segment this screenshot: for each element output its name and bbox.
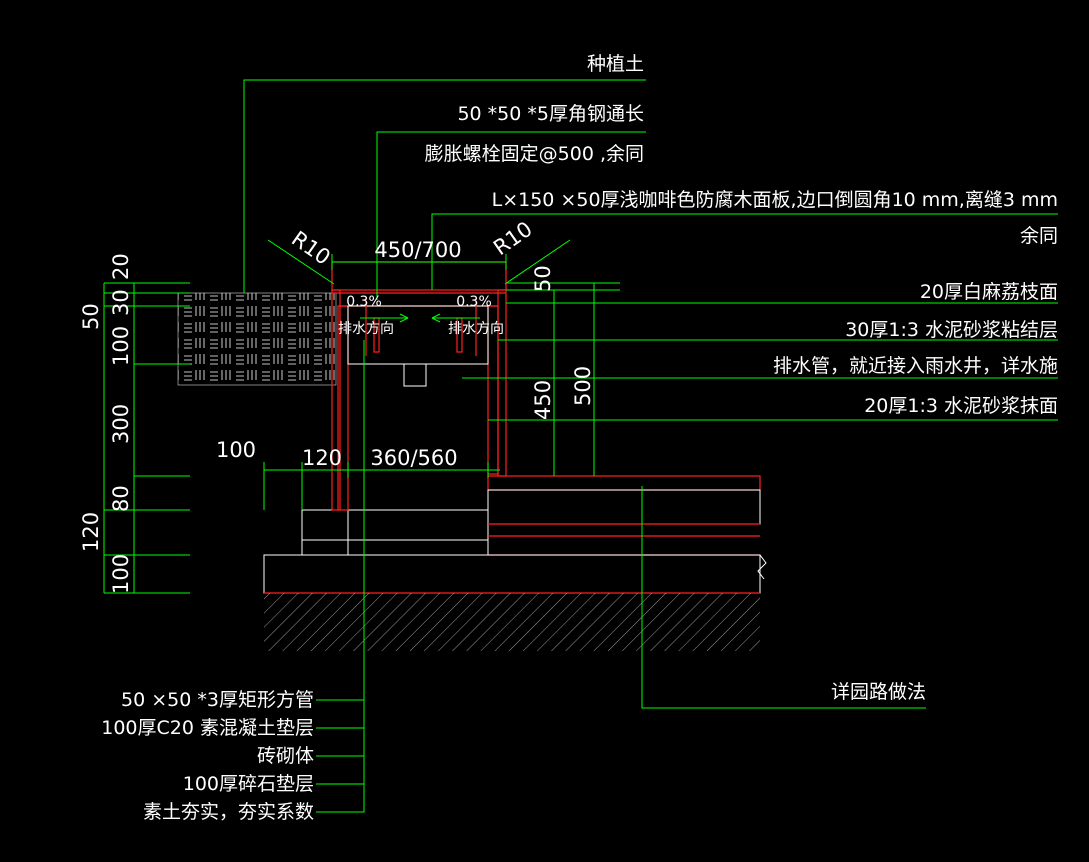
compacted-earth [264, 593, 760, 651]
dim-left-20: 20 [109, 253, 133, 280]
dim-left-100b: 100 [109, 554, 133, 594]
drain-dir-right: 排水方向 [448, 321, 504, 337]
label-drain-pipe: 排水管，就近接入雨水井，详水施 [773, 355, 1058, 377]
label-concrete: 100厚C20 素混凝土垫层 [101, 717, 314, 739]
break-line [757, 554, 767, 580]
slope-left: 0.3% [346, 294, 382, 310]
drain-notch [403, 364, 427, 387]
dim-offset-100: 100 [216, 438, 256, 462]
drain-arrow-left [360, 313, 409, 323]
radius-right: R10 [489, 217, 537, 260]
dim-left-100a: 100 [109, 326, 133, 366]
drain-dir-left: 排水方向 [338, 321, 394, 337]
radius-left: R10 [287, 226, 335, 269]
label-road: 详园路做法 [831, 681, 926, 703]
label-steel-angle: 50 *50 *5厚角钢通长 [457, 103, 644, 125]
gravel-layer [263, 554, 761, 594]
road-surface [487, 475, 761, 491]
label-wood-board: L×150 ×50厚浅咖啡色防腐木面板,边口倒圆角10 mm,离缝3 mm [492, 189, 1058, 211]
dim-inner-width: 360/560 [370, 446, 457, 470]
label-mortar-plaster: 20厚1:3 水泥砂浆抹面 [864, 395, 1058, 417]
label-same: 余同 [1020, 225, 1058, 247]
footing-base [301, 509, 489, 556]
label-square-tube: 50 ×50 *3厚矩形方管 [121, 689, 314, 711]
label-brick: 砖砌体 [257, 745, 314, 767]
concrete-footing [301, 509, 489, 556]
label-planting-soil: 种植土 [587, 53, 644, 75]
label-compacted-soil: 素土夯实，夯实系数 [143, 801, 314, 823]
wood-top-board [331, 261, 507, 291]
dim-top-width: 450/700 [374, 238, 461, 262]
planting-soil [177, 292, 337, 386]
dim-500: 500 [571, 366, 595, 406]
dim-left-120: 120 [79, 512, 103, 552]
dim-left-50: 50 [79, 303, 103, 330]
dim-450: 450 [531, 380, 555, 420]
label-mortar-bond: 30厚1:3 水泥砂浆粘结层 [845, 319, 1058, 341]
dim-left-80: 80 [109, 485, 133, 512]
drain-arrow-right [431, 313, 480, 323]
dim-left-300: 300 [109, 404, 133, 444]
label-gravel: 100厚碎石垫层 [183, 773, 314, 795]
label-expansion-bolt: 膨胀螺栓固定@500 ,余同 [425, 143, 644, 165]
road-base [487, 489, 761, 525]
dim-50-right: 50 [531, 265, 555, 292]
dim-left-30: 30 [109, 289, 133, 316]
leaders [103, 79, 1058, 813]
dim-offset-120: 120 [302, 446, 342, 470]
slope-right: 0.3% [456, 294, 492, 310]
granite-right [497, 289, 507, 477]
label-granite: 20厚白麻荔枝面 [920, 281, 1058, 303]
